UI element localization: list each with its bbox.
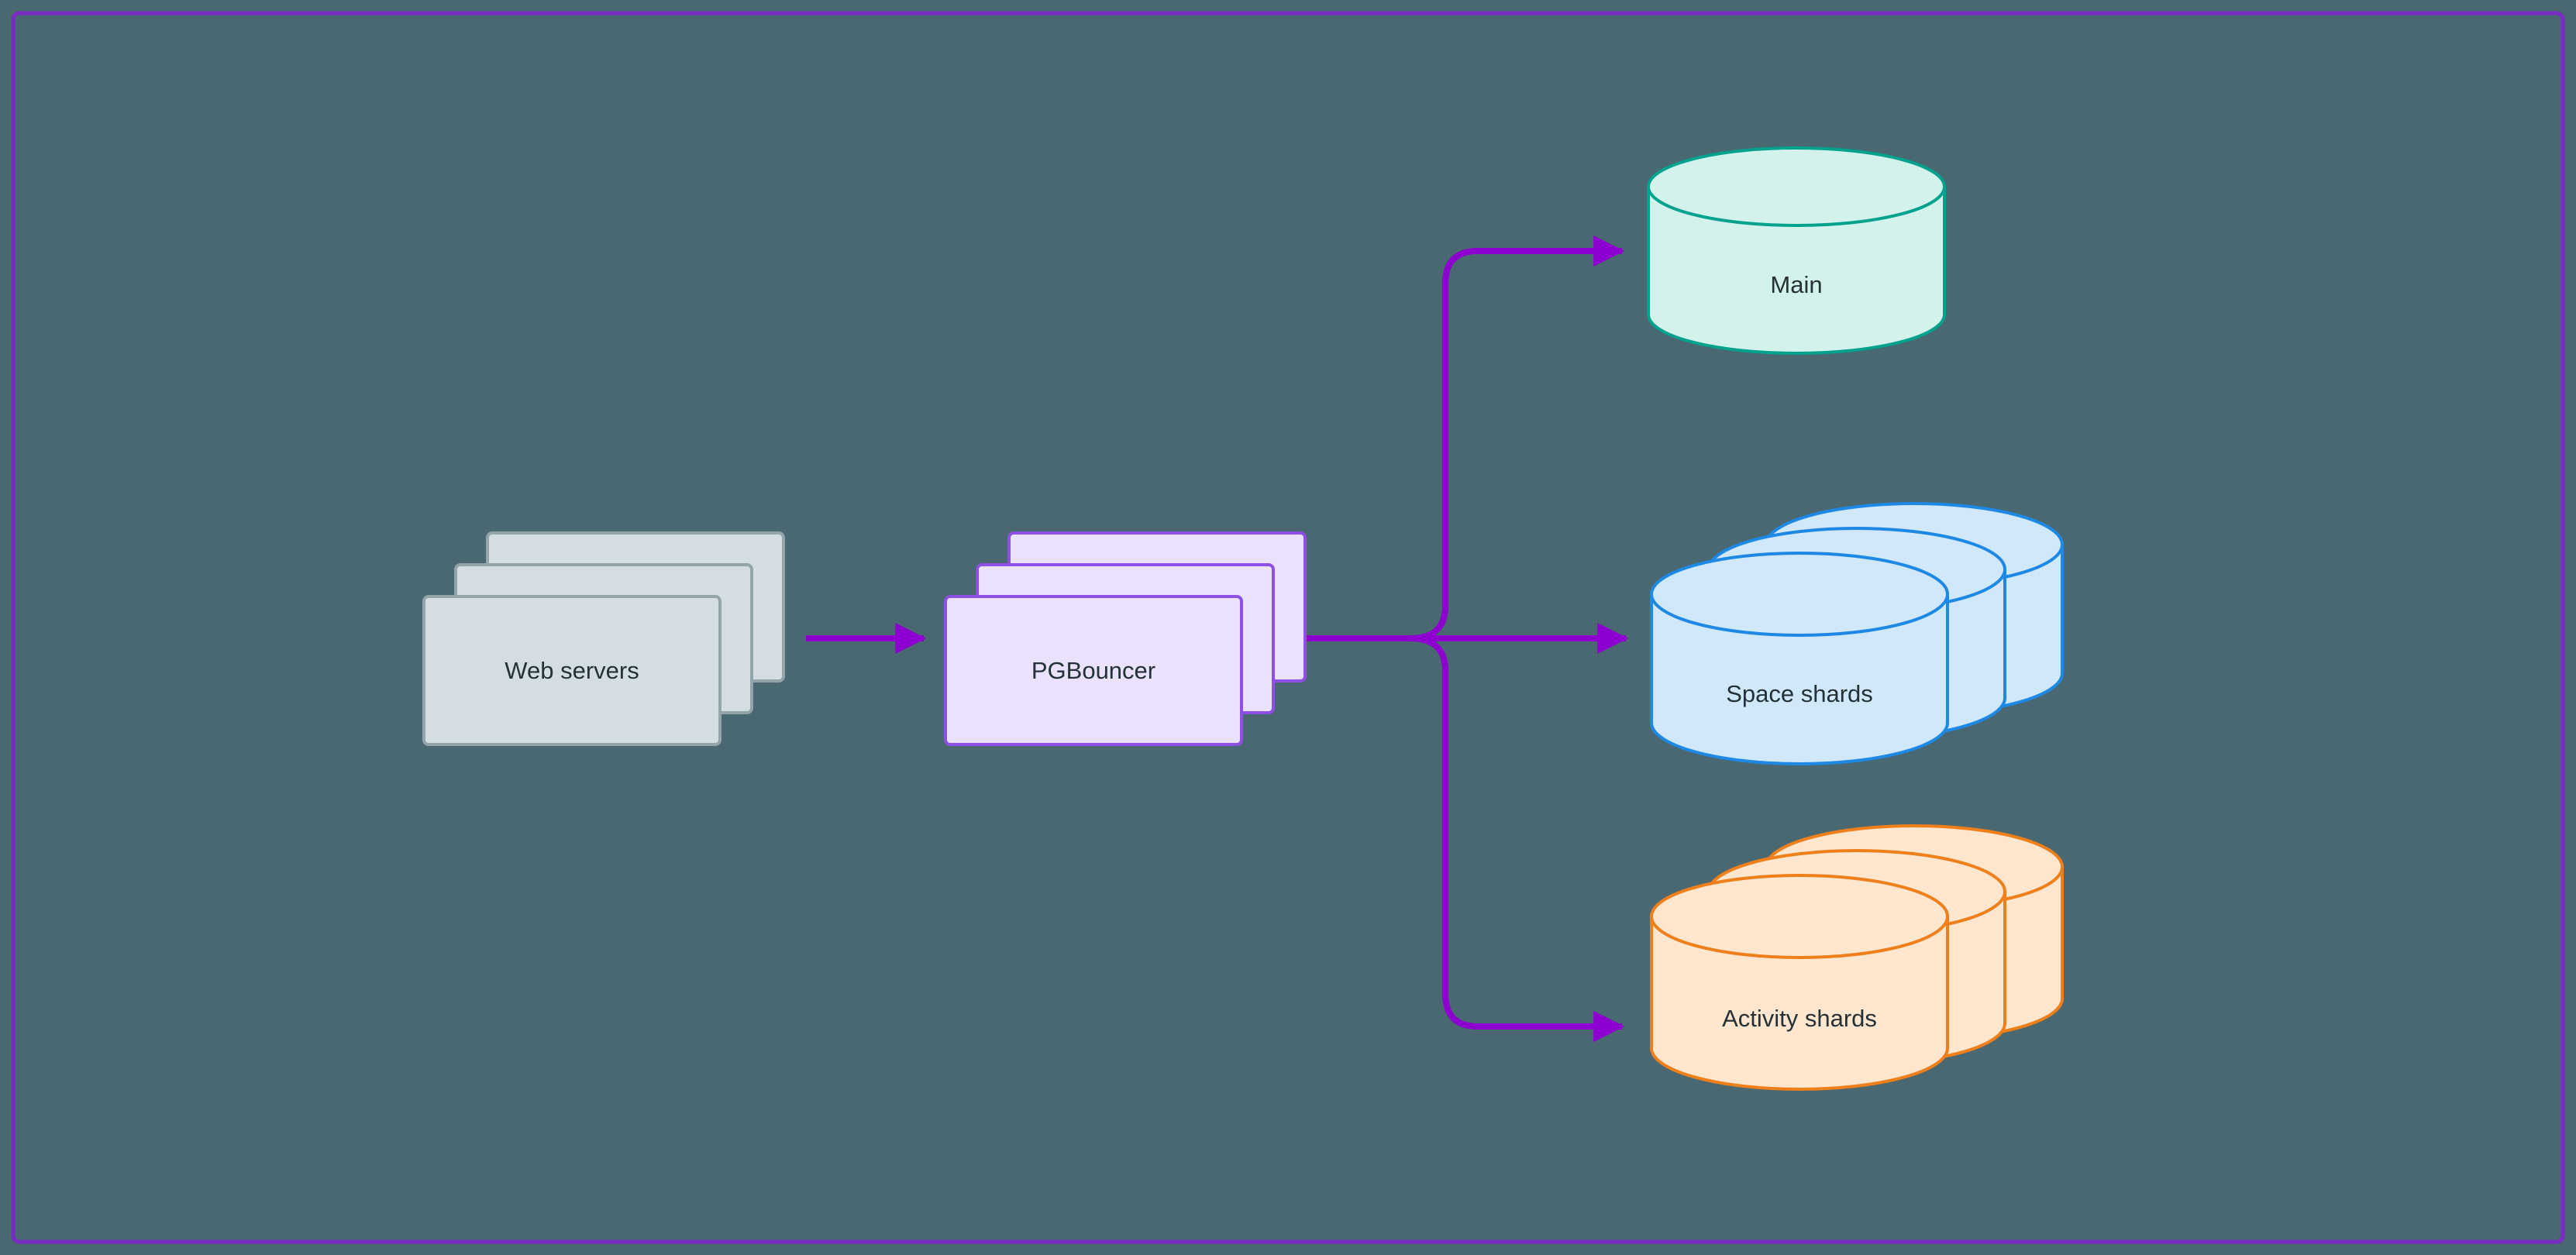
activity-shards-cylinder-front-top [1650, 874, 1949, 959]
pgbouncer-label: PGBouncer [1031, 657, 1155, 684]
pgbouncer-box-front [944, 595, 1243, 746]
web-servers-box-front [422, 595, 721, 746]
node-space-shards: Space shards [1650, 502, 2064, 765]
space-shards-cylinder-front-body [1650, 594, 1949, 765]
activity-shards-cylinder-front-body [1650, 916, 1949, 1091]
main-label: Main [1770, 271, 1822, 298]
edge-pgbouncer-activity-shards [1410, 635, 1625, 1042]
space-shards-cylinder-front-top [1650, 552, 1949, 637]
main-cylinder-top [1647, 146, 1946, 227]
space-shards-label: Space shards [1726, 680, 1873, 707]
main-cylinder-body [1647, 187, 1946, 355]
node-pgbouncer: PGBouncer [944, 531, 1307, 746]
edge-pgbouncer-main [1410, 236, 1625, 641]
node-web-servers: Web servers [422, 531, 785, 746]
node-main: Main [1647, 146, 1946, 355]
node-activity-shards: Activity shards [1650, 824, 2064, 1091]
activity-shards-label: Activity shards [1722, 1005, 1877, 1032]
edges [806, 236, 1629, 1042]
web-servers-label: Web servers [505, 657, 639, 684]
diagram-border [11, 11, 2565, 1244]
